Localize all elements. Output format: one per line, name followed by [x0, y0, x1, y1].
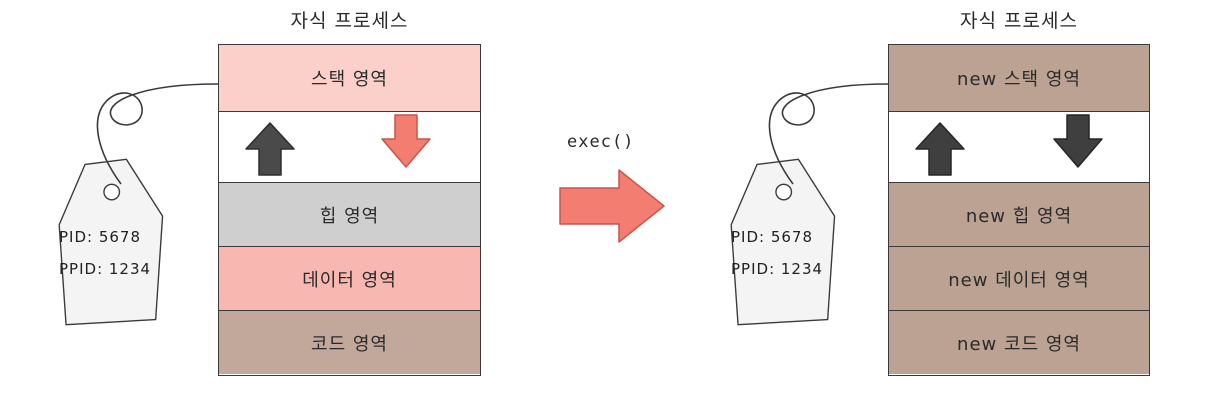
right-data-label: new 데이터 영역: [948, 269, 1090, 291]
left-process-title: 자식 프로세스: [290, 10, 409, 32]
left-data-label: 데이터 영역: [302, 269, 397, 291]
right-stack-segment: new 스택 영역: [889, 45, 1149, 112]
left-process-memory: 스택 영역 힙 영역 데이터 영역 코드 영역: [218, 44, 481, 376]
right-price-tag-icon: [730, 158, 836, 326]
right-free-segment: [889, 112, 1149, 183]
right-heap-label: new 힙 영역: [965, 205, 1073, 227]
right-code-label: new 코드 영역: [957, 333, 1081, 355]
left-data-segment: 데이터 영역: [219, 247, 480, 311]
left-free-segment: [219, 112, 480, 183]
left-stack-label: 스택 영역: [311, 69, 388, 90]
right-process-memory: new 스택 영역 new 힙 영역 new 데이터 영역 new 코드 영역: [888, 44, 1150, 376]
left-heap-segment: 힙 영역: [219, 183, 480, 247]
right-pid-text: PID: 5678: [731, 228, 814, 246]
right-heap-segment: new 힙 영역: [889, 183, 1149, 247]
right-code-segment: new 코드 영역: [889, 311, 1149, 374]
right-arrow-icon: [559, 169, 665, 243]
heap-grow-up-arrow-icon: [245, 122, 295, 176]
left-pid-text: PID: 5678: [59, 228, 142, 246]
right-process-title: 자식 프로세스: [960, 10, 1078, 32]
left-ppid-text: PPID: 1234: [59, 260, 152, 278]
exec-label: exec(): [567, 132, 635, 152]
left-code-label: 코드 영역: [311, 333, 388, 355]
right-stack-label: new 스택 영역: [957, 69, 1081, 90]
left-stack-segment: 스택 영역: [219, 45, 480, 112]
right-stack-grow-down-arrow-icon: [1053, 114, 1103, 168]
left-heap-label: 힙 영역: [319, 205, 380, 227]
stack-grow-down-arrow-icon: [381, 114, 431, 168]
right-data-segment: new 데이터 영역: [889, 247, 1149, 311]
right-heap-grow-up-arrow-icon: [915, 122, 965, 176]
left-code-segment: 코드 영역: [219, 311, 480, 374]
right-ppid-text: PPID: 1234: [731, 260, 824, 278]
